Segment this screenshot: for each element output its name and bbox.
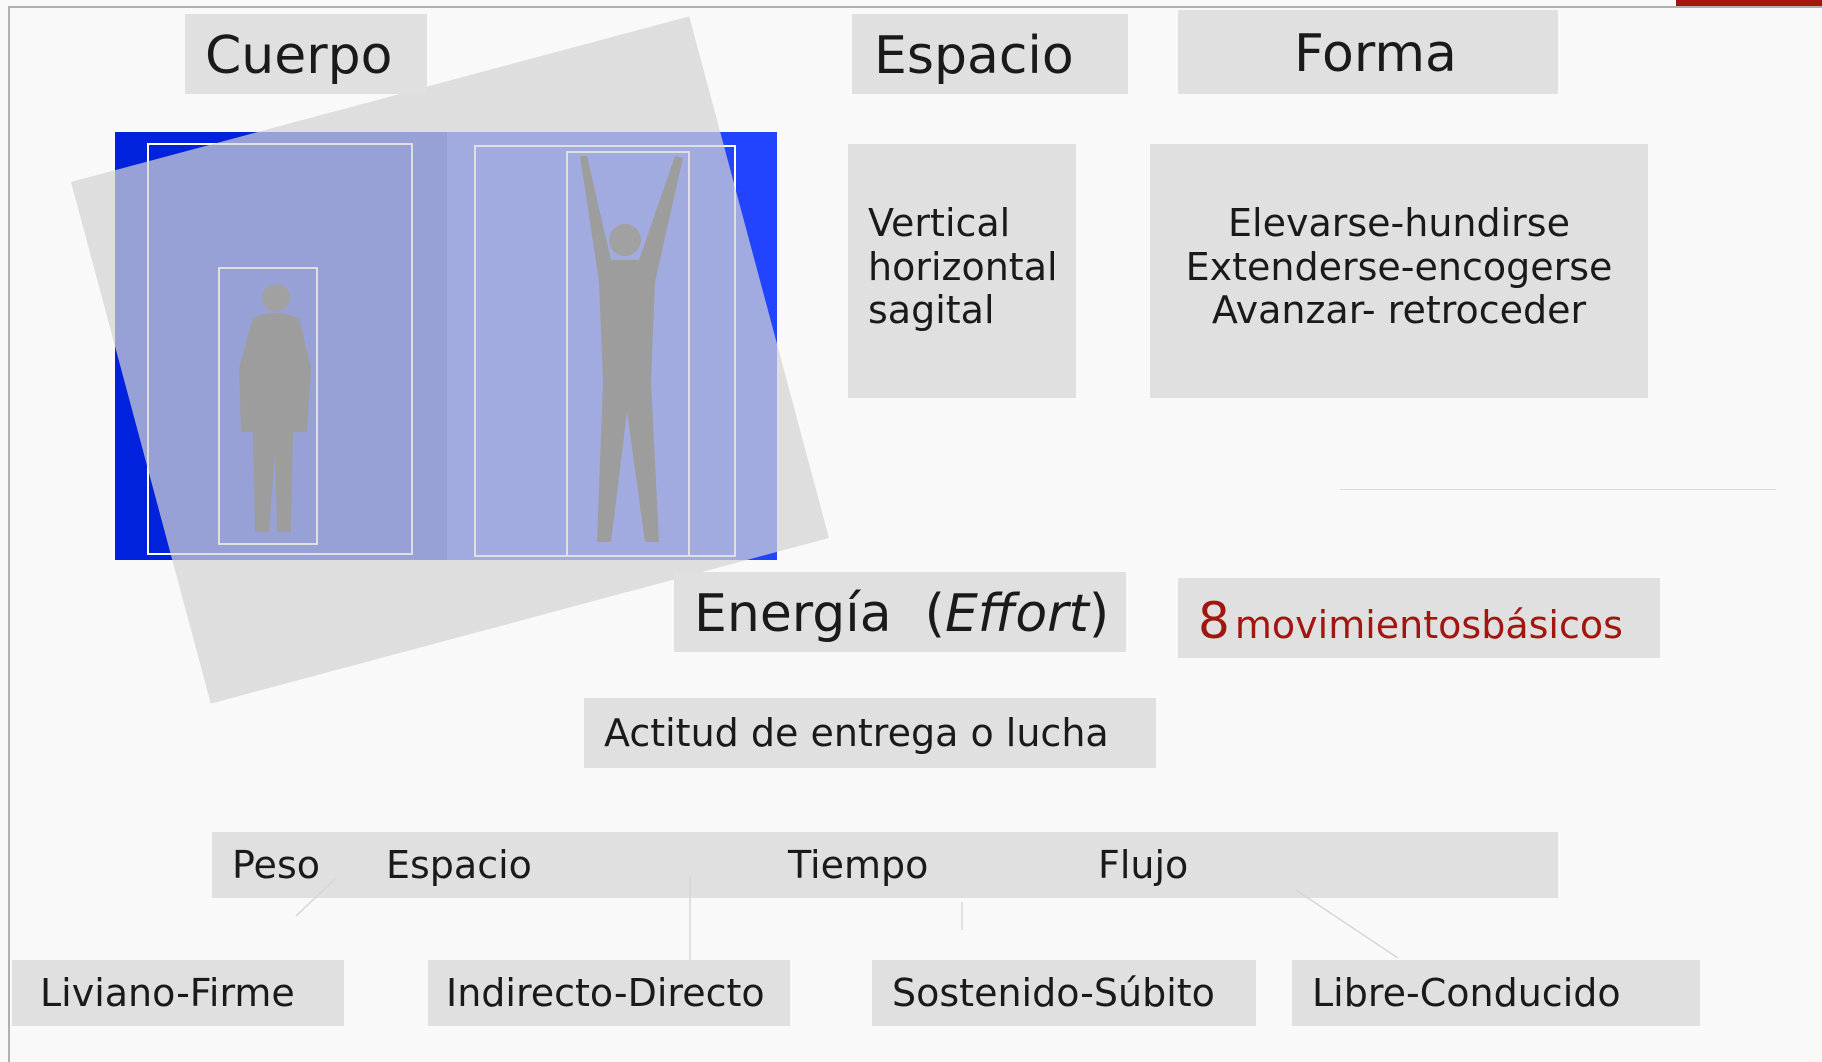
energia-heading-box: Energía (Effort) bbox=[674, 572, 1126, 652]
factor-tiempo: Tiempo bbox=[788, 843, 929, 887]
quality-liviano: Liviano-Firme bbox=[40, 971, 295, 1015]
factor-peso: Peso bbox=[232, 843, 320, 887]
quality-sostenido-box: Sostenido-Súbito bbox=[872, 960, 1256, 1026]
forma-heading-box: Forma bbox=[1178, 10, 1558, 94]
movimientos-box: 8 movimientosbásicos bbox=[1178, 578, 1660, 658]
factors-bar: Peso Espacio Tiempo Flujo bbox=[212, 832, 1558, 898]
espacio-planes-box: Vertical horizontal sagital bbox=[848, 144, 1076, 398]
effort-label: Effort bbox=[944, 584, 1089, 644]
factor-espacio: Espacio bbox=[386, 843, 532, 887]
movimientos-text: 8 movimientosbásicos bbox=[1198, 592, 1623, 650]
forma-action-extenderse: Extenderse-encogerse bbox=[1185, 244, 1613, 289]
energia-close-paren: ) bbox=[1088, 584, 1110, 644]
quality-indirecto: Indirecto-Directo bbox=[446, 971, 765, 1015]
quality-sostenido: Sostenido-Súbito bbox=[892, 971, 1215, 1015]
espacio-heading-box: Espacio bbox=[852, 14, 1128, 94]
forma-heading: Forma bbox=[1294, 24, 1457, 84]
quality-liviano-box: Liviano-Firme bbox=[12, 960, 344, 1026]
energia-open-paren: ( bbox=[924, 584, 945, 644]
forma-action-elevarse: Elevarse-hundirse bbox=[1228, 201, 1570, 245]
espacio-heading: Espacio bbox=[874, 26, 1074, 86]
forma-action-avanzar: Avanzar- retroceder bbox=[1211, 288, 1587, 333]
espacio-plane-sagital: sagital bbox=[868, 288, 995, 333]
actitud-box: Actitud de entrega o lucha bbox=[584, 698, 1156, 768]
movimientos-label: movimientosbásicos bbox=[1234, 603, 1623, 647]
espacio-plane-vertical: Vertical bbox=[868, 201, 1011, 245]
movimientos-number: 8 bbox=[1198, 592, 1230, 650]
factor-flujo: Flujo bbox=[1098, 843, 1189, 887]
quality-indirecto-box: Indirecto-Directo bbox=[428, 960, 790, 1026]
energia-heading: Energía (Effort) bbox=[694, 588, 1109, 640]
quality-libre: Libre-Conducido bbox=[1312, 971, 1621, 1015]
corner-accent-bar bbox=[1676, 0, 1822, 6]
divider-line bbox=[1340, 489, 1776, 490]
actitud-text: Actitud de entrega o lucha bbox=[604, 711, 1109, 755]
forma-actions-box: Elevarse-hundirse Extenderse-encogerse A… bbox=[1150, 144, 1648, 398]
cuerpo-heading: Cuerpo bbox=[205, 26, 393, 86]
energia-label: Energía bbox=[694, 584, 892, 644]
espacio-plane-horizontal: horizontal bbox=[868, 244, 1058, 289]
cuerpo-heading-box: Cuerpo bbox=[185, 14, 427, 94]
quality-libre-box: Libre-Conducido bbox=[1292, 960, 1700, 1026]
